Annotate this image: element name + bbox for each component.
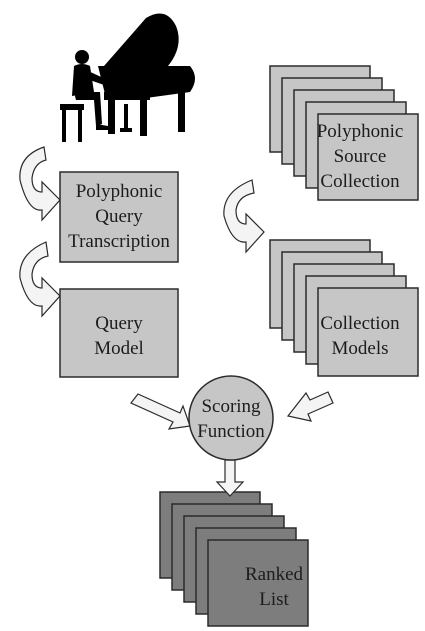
curved-arrows xyxy=(19,146,265,318)
query-model-label-2: Model xyxy=(94,338,144,359)
ranked-list-labels: Ranked List xyxy=(245,564,304,610)
source-collection-label-3: Collection xyxy=(320,171,400,192)
source-collection-label-2: Source xyxy=(334,146,387,167)
source-collection-stack xyxy=(269,65,419,201)
query-transcription-label-2: Query xyxy=(95,206,143,227)
ranked-list-label-2: List xyxy=(259,589,289,610)
collection-models-stack xyxy=(269,239,419,377)
ranked-list-stack xyxy=(159,491,309,627)
query-model-label-1: Query xyxy=(95,313,143,334)
arrow-scoring-to-ranked xyxy=(215,459,245,497)
source-collection-label-1: Polyphonic xyxy=(317,121,404,142)
query-transcription-label-1: Polyphonic xyxy=(76,181,163,202)
ranked-list-sheet-5 xyxy=(207,539,309,627)
scoring-function-label-2: Function xyxy=(197,421,265,442)
collection-models-label-1: Collection xyxy=(320,313,400,334)
arrow-models-to-scoring xyxy=(286,391,334,422)
curved-arrow-collection-to-models xyxy=(223,179,265,254)
collection-models-labels: Collection Models xyxy=(320,313,400,359)
query-model-box: Query Model xyxy=(59,288,179,378)
straight-arrows xyxy=(130,391,334,497)
collection-models-sheet-5 xyxy=(317,287,419,377)
curved-arrow-transcription-to-model xyxy=(19,241,61,318)
query-transcription-label-3: Transcription xyxy=(68,231,170,252)
source-collection-labels: Polyphonic Source Collection xyxy=(317,121,404,192)
scoring-function-label-1: Scoring xyxy=(201,396,261,417)
collection-models-label-2: Models xyxy=(332,338,389,359)
source-collection-sheet-5 xyxy=(317,113,419,201)
curved-arrow-piano-to-transcription xyxy=(19,146,61,222)
query-transcription-box: Polyphonic Query Transcription xyxy=(59,171,179,263)
scoring-function-node: Scoring Function xyxy=(188,375,274,461)
arrow-model-to-scoring xyxy=(130,393,191,430)
pianist-at-grand-piano-icon xyxy=(60,13,195,142)
ranked-list-label-1: Ranked xyxy=(245,564,304,585)
